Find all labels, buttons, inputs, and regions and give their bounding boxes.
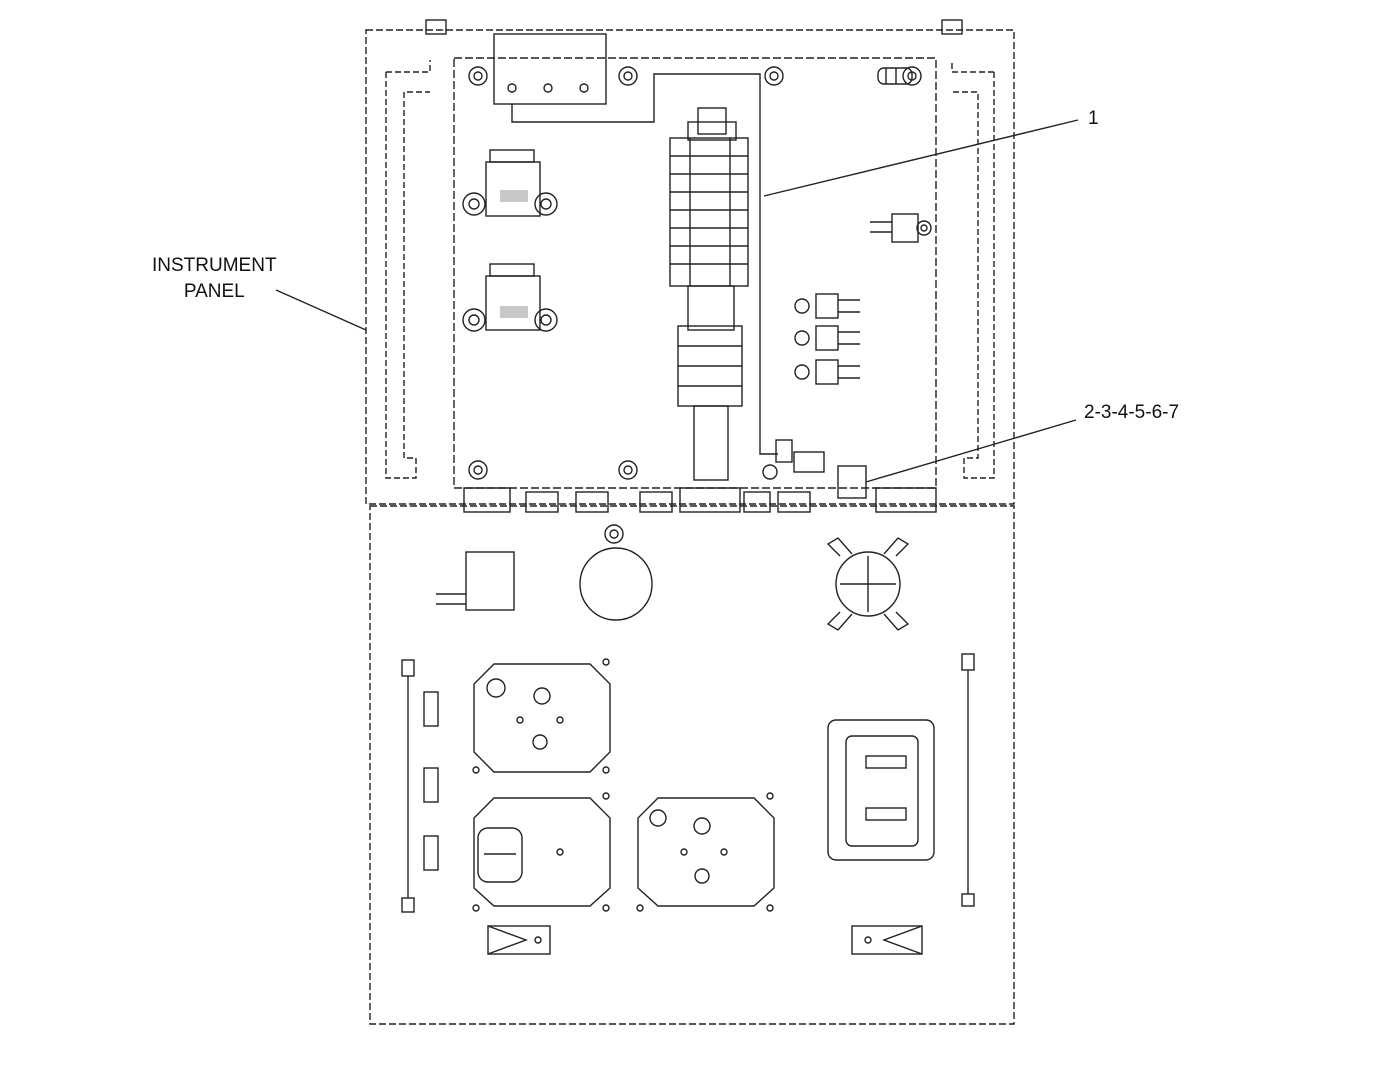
gauge-3 xyxy=(636,792,775,912)
diode-group xyxy=(794,293,860,385)
terminal-strip xyxy=(669,107,778,481)
leader-line-1 xyxy=(763,119,1079,197)
lower-door xyxy=(369,505,1015,1025)
mounting-plate xyxy=(453,57,937,489)
relay-top-right xyxy=(870,213,932,243)
left-handle xyxy=(401,659,439,913)
callout-1: 1 xyxy=(1088,108,1099,129)
enclosure-outline xyxy=(365,29,1015,505)
instrument-panel-line2: PANEL xyxy=(183,281,245,302)
gauge-2 xyxy=(472,792,611,912)
leader-line-2 xyxy=(865,419,1077,483)
upper-enclosure xyxy=(365,19,1015,513)
rotary-switch xyxy=(826,537,910,631)
left-rail xyxy=(385,60,431,479)
right-rail xyxy=(951,60,995,479)
door-outline xyxy=(369,505,1015,1025)
top-hinge-left xyxy=(425,19,447,35)
callout-2-7: 2-3-4-5-6-7 xyxy=(1084,402,1180,423)
switch-panel xyxy=(827,719,935,861)
top-bracket xyxy=(493,33,761,150)
latch-left xyxy=(487,925,551,955)
instrument-panel-line1: INSTRUMENT xyxy=(152,255,277,276)
round-meter xyxy=(579,547,653,621)
relay-1 xyxy=(462,149,558,217)
top-hinge-right xyxy=(941,19,963,35)
instrument-panel-label: INSTRUMENT PANEL xyxy=(152,253,277,305)
gauge-1 xyxy=(472,658,611,774)
relay-2 xyxy=(462,263,558,332)
right-handle xyxy=(961,653,975,907)
leader-line-panel xyxy=(275,289,367,331)
connector-group xyxy=(762,439,867,499)
hinge-row xyxy=(463,487,937,513)
top-right-clip xyxy=(877,67,913,85)
plate-screws xyxy=(468,66,922,480)
sensor-block xyxy=(436,524,624,611)
latch-right xyxy=(851,925,923,955)
